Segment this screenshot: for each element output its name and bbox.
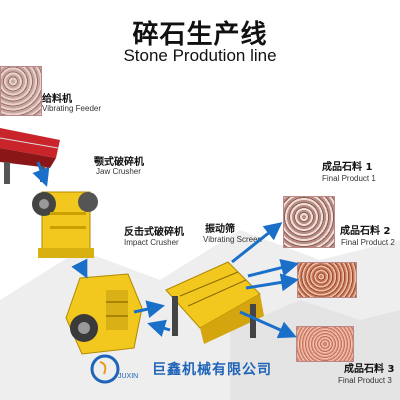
jaw-crusher-machine xyxy=(32,191,98,258)
vibrating-screen-machine xyxy=(165,261,264,344)
impact-crusher-machine xyxy=(65,273,143,355)
final2-label-cn: 成品石料 2 xyxy=(340,226,391,237)
final3-label-en: Final Product 3 xyxy=(338,376,392,385)
logo-text: JUXIN xyxy=(118,373,139,380)
company-logo-icon xyxy=(90,354,120,384)
jaw-label-en: Jaw Crusher xyxy=(96,167,141,176)
final-product-1-image xyxy=(283,196,335,248)
feeder-label-en: Vibrating Feeder xyxy=(42,104,101,113)
final-product-2-image xyxy=(297,262,357,298)
arrow-screen-to-final2 xyxy=(245,273,299,292)
arrow-jaw-to-impact xyxy=(71,258,88,279)
arrow-impact-to-screen xyxy=(133,300,165,318)
screen-label-en: Vibrating Screen xyxy=(203,235,262,244)
page-title: 碎石生产线 xyxy=(132,20,268,50)
jaw-label-cn: 颚式破碎机 xyxy=(94,157,144,168)
final3-label-cn: 成品石料 3 xyxy=(344,364,395,375)
impact-label-cn: 反击式破碎机 xyxy=(124,227,184,238)
final1-label-cn: 成品石料 1 xyxy=(322,162,373,173)
arrow-screen-to-final2b xyxy=(247,258,299,278)
screen-label-cn: 振动筛 xyxy=(205,224,235,235)
final-product-3-image xyxy=(296,326,354,362)
arrow-return-loop xyxy=(147,319,171,337)
raw-stone-image xyxy=(0,66,42,116)
arrow-screen-to-final3 xyxy=(239,310,297,339)
feeder-label-cn: 给料机 xyxy=(42,94,72,105)
final2-label-en: Final Product 2 xyxy=(341,238,395,247)
arrow-feeder-to-jaw xyxy=(32,161,50,187)
page-subtitle: Stone Prodution line xyxy=(123,46,277,65)
vibrating-feeder-machine xyxy=(0,128,60,184)
company-name: 巨鑫机械有限公司 xyxy=(152,362,272,378)
arrow-screen-to-final1 xyxy=(231,222,283,264)
final1-label-en: Final Product 1 xyxy=(322,174,376,183)
impact-label-en: Impact Crusher xyxy=(124,238,179,247)
